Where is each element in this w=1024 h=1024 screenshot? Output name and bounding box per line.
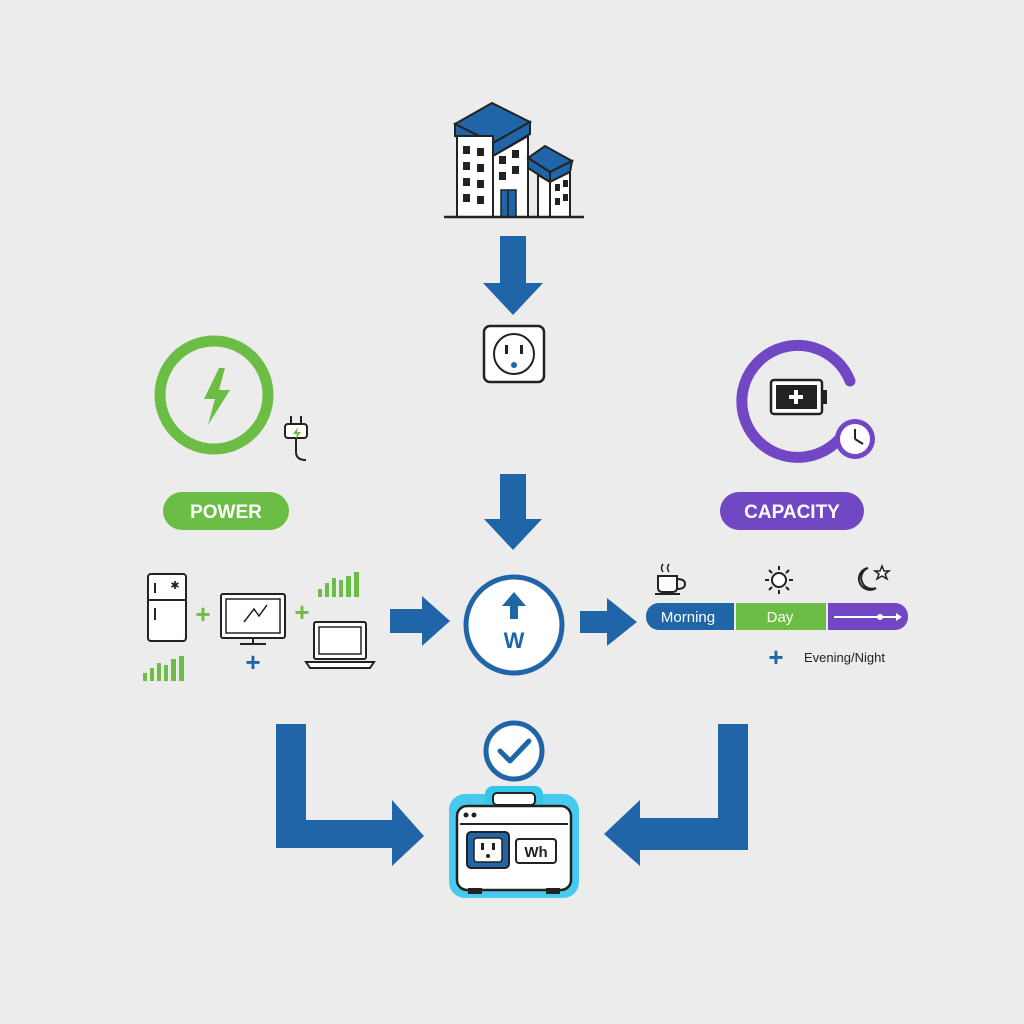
signal-bars-icon	[318, 572, 359, 597]
timeline-day-label: Day	[767, 609, 794, 626]
plug-icon	[284, 416, 308, 461]
arrow-outlet-to-watt	[484, 474, 542, 550]
wall-outlet-icon	[482, 324, 546, 384]
arrow-building-to-outlet	[483, 236, 543, 315]
arrow-watt-to-timeline	[580, 598, 637, 646]
plus-sign: +	[245, 647, 260, 677]
coffee-cup-icon	[655, 563, 687, 595]
timeline-morning-label: Morning	[661, 609, 715, 626]
timeline-bar: Morning Day	[646, 603, 908, 630]
arrow-devices-to-watt	[390, 596, 450, 646]
power-pill: POWER	[163, 492, 289, 530]
lightning-bolt-icon	[204, 368, 230, 425]
clock-icon	[835, 419, 875, 459]
power-circle	[154, 335, 274, 455]
capacity-ring	[736, 339, 856, 463]
refrigerator-icon: ✱	[147, 573, 187, 642]
plus-sign: +	[768, 642, 783, 672]
monitor-icon	[220, 593, 286, 645]
timeline-day	[736, 603, 826, 630]
power-label: POWER	[190, 502, 262, 523]
sun-icon	[765, 566, 793, 594]
watt-symbol: W	[504, 628, 525, 653]
arrow-capacity-to-station	[604, 724, 748, 866]
building-icon	[444, 101, 584, 219]
signal-bars-icon	[143, 656, 184, 681]
arrow-power-to-station	[276, 724, 424, 866]
laptop-icon	[304, 621, 376, 669]
plus-sign: +	[195, 599, 210, 629]
check-circle-icon	[483, 720, 545, 782]
timeline-evening-night-label: Evening/Night	[804, 650, 885, 665]
battery-icon	[769, 378, 827, 416]
capacity-label: CAPACITY	[744, 502, 840, 523]
moon-star-icon	[857, 563, 892, 591]
power-station-icon: Wh	[449, 786, 579, 898]
capacity-pill: CAPACITY	[720, 492, 864, 530]
plus-sign: +	[294, 597, 309, 627]
station-unit-label: Wh	[524, 844, 547, 861]
svg-text:✱: ✱	[170, 579, 179, 592]
watt-meter-icon: W	[463, 574, 565, 676]
